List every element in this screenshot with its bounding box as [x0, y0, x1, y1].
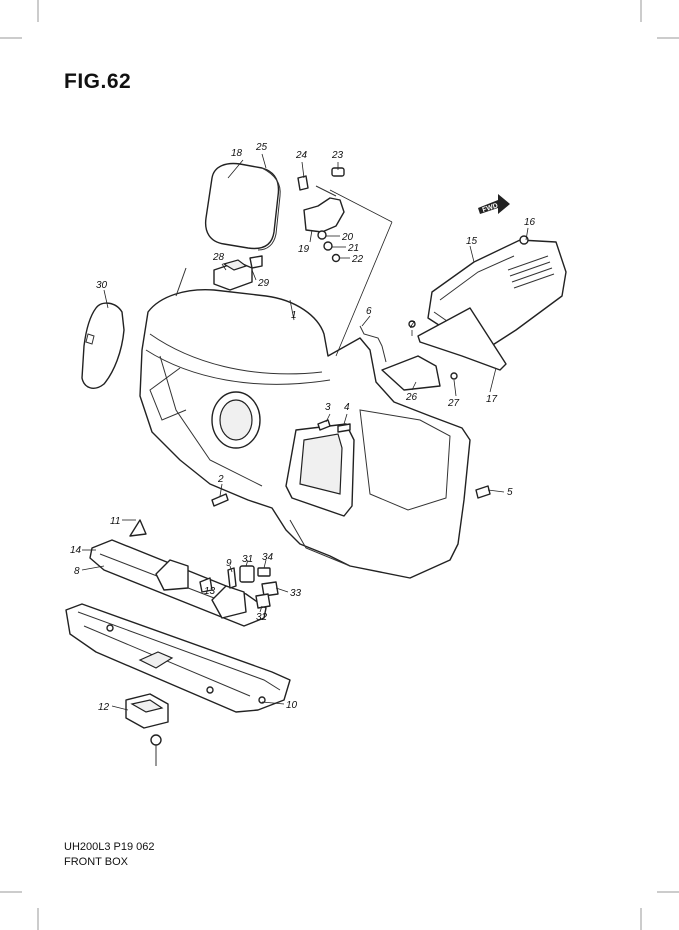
callout-18: 18 [231, 148, 243, 159]
figure-subtitle: FRONT BOX [64, 856, 128, 868]
callout-19: 19 [298, 244, 310, 255]
part-outer-trim-panel [65, 603, 291, 713]
part-lock-block [213, 255, 263, 291]
callout-7: 7 [409, 320, 415, 331]
part-inner-tray [89, 519, 267, 627]
fwd-label: FWD [482, 202, 499, 214]
callout-27: 27 [447, 398, 460, 409]
callout-13: 13 [204, 586, 216, 597]
callout-31: 31 [242, 554, 253, 565]
callout-24: 24 [295, 150, 308, 161]
vent-slots [507, 255, 555, 289]
callout-4: 4 [344, 402, 350, 413]
callout-26: 26 [405, 392, 418, 403]
part-glove-box-lid: FWD [417, 194, 567, 371]
callout-10: 10 [286, 700, 298, 711]
part-fasteners [211, 419, 491, 507]
figure-title: FIG.62 [64, 70, 132, 93]
callout-5: 5 [507, 487, 513, 498]
part-hinge-bracket [297, 167, 345, 263]
callout-labels: 18 25 24 23 19 20 21 22 28 29 30 1 6 7 1… [70, 142, 536, 713]
callout-32: 32 [256, 612, 268, 623]
callout-20: 20 [341, 232, 354, 243]
callout-29: 29 [257, 278, 270, 289]
callout-28: 28 [212, 252, 225, 263]
part-lock-with-key [125, 693, 169, 766]
callout-3: 3 [325, 402, 331, 413]
callout-2: 2 [217, 474, 224, 485]
part-latch-bracket [359, 320, 458, 391]
callout-1: 1 [291, 310, 297, 321]
fwd-direction-marker: FWD [478, 194, 510, 214]
callout-30: 30 [96, 280, 108, 291]
callout-6: 6 [366, 306, 372, 317]
callout-21: 21 [347, 243, 359, 254]
callout-22: 22 [351, 254, 364, 265]
part-front-box-body [139, 267, 471, 579]
callout-11: 11 [110, 516, 120, 527]
callout-33: 33 [290, 588, 302, 599]
callout-9: 9 [226, 558, 232, 569]
leader-lines [81, 153, 529, 711]
callout-14: 14 [70, 545, 82, 556]
figure-code: UH200L3 P19 062 [64, 841, 155, 853]
callout-23: 23 [331, 150, 344, 161]
part-lid-pad [204, 162, 281, 251]
part-side-cover [81, 302, 125, 389]
callout-17: 17 [486, 394, 498, 405]
callout-25: 25 [255, 142, 268, 153]
callout-8: 8 [74, 566, 80, 577]
callout-15: 15 [466, 236, 478, 247]
callout-16: 16 [524, 217, 536, 228]
callout-12: 12 [98, 702, 110, 713]
callout-34: 34 [262, 552, 274, 563]
part-small-components [199, 565, 279, 609]
